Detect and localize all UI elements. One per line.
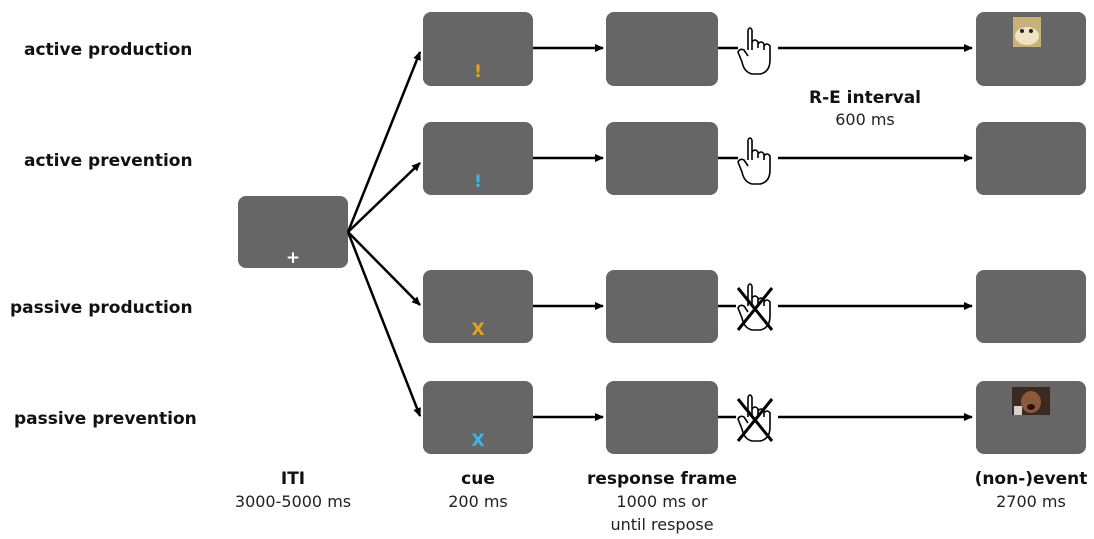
branch-arrow-1	[346, 51, 422, 233]
cue-symbol-1: !	[474, 62, 482, 82]
cue-box-2	[423, 122, 533, 195]
branch-arrow-3	[347, 231, 421, 306]
hand-press-icon-1	[737, 27, 771, 75]
response-box-2	[606, 122, 718, 195]
response-box-1	[606, 12, 718, 86]
event-box-4	[976, 381, 1086, 454]
phase-duration-event: 2700 ms	[996, 492, 1066, 511]
phase-title-response: response frame	[587, 469, 737, 489]
phase-duration-response-extra: until respose	[610, 515, 713, 534]
cue-box-3	[423, 270, 533, 343]
cue-symbol-2: !	[474, 172, 482, 192]
response-box-4	[606, 381, 718, 454]
event-box-3	[976, 270, 1086, 343]
cue-box-1	[423, 12, 533, 86]
cue-symbol-3: X	[471, 320, 484, 340]
phase-duration-response: 1000 ms or	[616, 492, 708, 511]
cue-symbol-4: X	[471, 431, 484, 451]
hand-press-icon-2	[737, 137, 771, 185]
condition-label-passive-production: passive production	[10, 298, 193, 318]
hand-no-press-icon-4	[736, 394, 774, 442]
phase-duration-cue: 200 ms	[448, 492, 508, 511]
crying-child-image-icon	[1012, 387, 1050, 415]
condition-label-passive-prevention: passive prevention	[14, 409, 197, 429]
branch-arrow-2	[347, 162, 421, 233]
condition-label-active-prevention: active prevention	[24, 151, 193, 171]
interval-title: R-E interval	[809, 88, 921, 108]
event-box-2	[976, 122, 1086, 195]
response-box-3	[606, 270, 718, 343]
iti-box	[238, 196, 348, 268]
event-box-1	[976, 12, 1086, 86]
hand-no-press-icon-3	[736, 283, 774, 331]
phase-title-iti: ITI	[281, 469, 305, 489]
phase-title-event: (non-)event	[975, 469, 1088, 489]
cue-box-4	[423, 381, 533, 454]
interval-duration: 600 ms	[835, 110, 895, 129]
phase-title-cue: cue	[461, 469, 495, 489]
branch-arrow-4	[346, 231, 422, 417]
fixation-cross: +	[286, 248, 300, 268]
phase-duration-iti: 3000-5000 ms	[235, 492, 351, 511]
condition-label-active-production: active production	[24, 40, 192, 60]
seal-image-icon	[1013, 17, 1041, 47]
